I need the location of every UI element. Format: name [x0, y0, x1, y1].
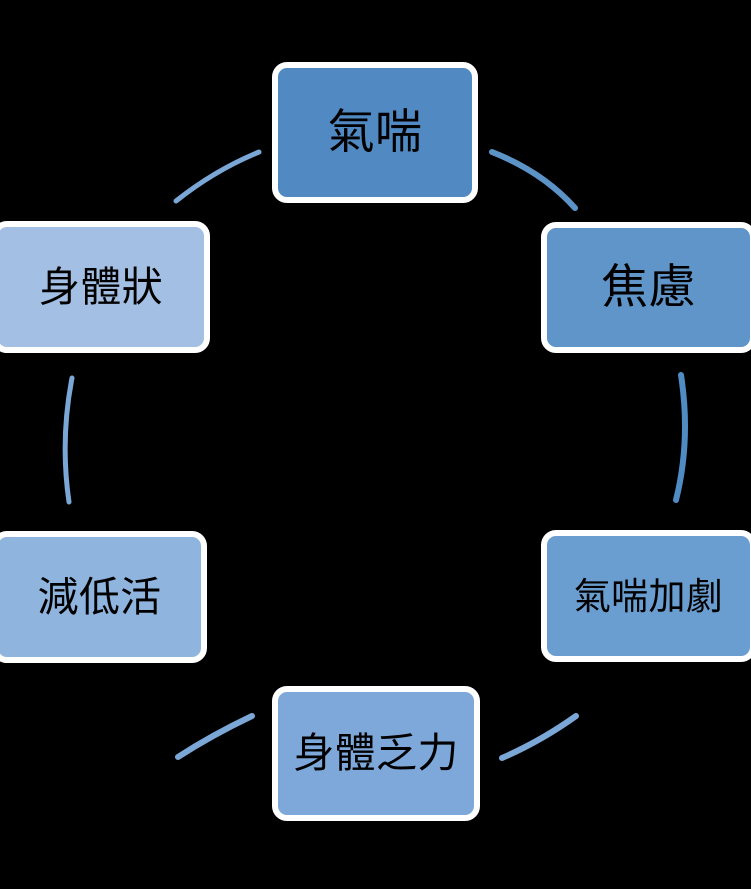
cycle-node-topleft[interactable]: 身體狀 — [0, 221, 210, 353]
connector-topleft-to-top — [173, 149, 262, 204]
cycle-node-right[interactable]: 氣喘加劇 — [541, 530, 751, 662]
cycle-node-bottomleft[interactable]: 減低活 — [0, 531, 207, 663]
cycle-node-topright-label: 焦慮 — [601, 260, 696, 315]
cycle-node-right-label: 氣喘加劇 — [573, 574, 724, 618]
cycle-node-bottom-label: 身體乏力 — [293, 729, 459, 777]
cycle-node-bottom[interactable]: 身體乏力 — [272, 686, 480, 821]
connector-topright-to-right — [673, 372, 688, 503]
cycle-node-top[interactable]: 氣喘 — [272, 62, 478, 203]
connector-bottomleft-to-topleft — [62, 375, 75, 505]
cycle-node-bottomleft-label: 減低活 — [37, 572, 162, 621]
cycle-node-topleft-label: 身體狀 — [39, 262, 163, 311]
cycle-node-top-label: 氣喘 — [327, 105, 423, 160]
connector-bottom-to-bottomleft — [175, 713, 255, 760]
cycle-node-topright[interactable]: 焦慮 — [541, 222, 751, 353]
connector-top-to-topright — [489, 149, 578, 211]
connector-right-to-bottom — [499, 713, 579, 761]
